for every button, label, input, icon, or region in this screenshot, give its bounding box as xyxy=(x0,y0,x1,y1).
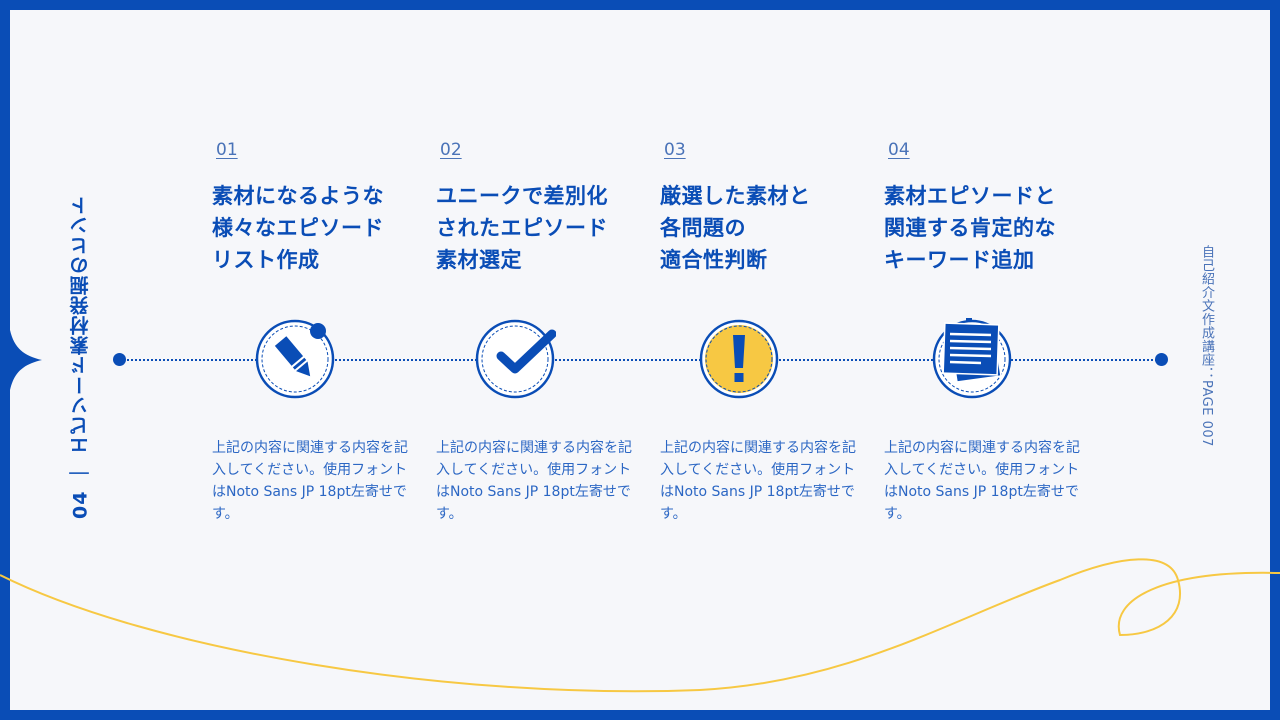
step-description: 上記の内容に関連する内容を記入してください。使用フォントはNoto Sans J… xyxy=(436,440,632,522)
checkmark-icon xyxy=(475,319,556,399)
step-description: 上記の内容に関連する内容を記入してください。使用フォントはNoto Sans J… xyxy=(660,440,856,522)
yellow-swirl-decoration xyxy=(0,558,1280,693)
step-heading: 素材になるような 様々なエピソード リスト作成 xyxy=(212,180,412,276)
step-description: 上記の内容に関連する内容を記入してください。使用フォントはNoto Sans J… xyxy=(884,440,1080,522)
timeline-start-dot xyxy=(113,353,126,366)
step-2: 02 ユニークで差別化 されたエピソード 素材選定 xyxy=(436,140,636,276)
heading-line: 様々なエピソード xyxy=(212,216,384,240)
step-number: 04 xyxy=(888,140,910,160)
step-heading: 素材エピソードと 関連する肯定的な キーワード追加 xyxy=(884,180,1084,276)
step-3: 03 厳選した素材と 各問題の 適合性判断 xyxy=(660,140,860,276)
notes-icon xyxy=(932,318,1012,399)
heading-line: キーワード追加 xyxy=(884,248,1035,272)
section-title-vertical: 04 ｜ エピソード素材発掘のヒント xyxy=(69,195,92,519)
heading-line: ユニークで差別化 xyxy=(436,184,608,208)
step-heading: ユニークで差別化 されたエピソード 素材選定 xyxy=(436,180,636,276)
left-notch-decoration xyxy=(10,330,42,390)
heading-line: 関連する肯定的な xyxy=(884,216,1056,240)
page-label-vertical: 自己紹介文作成講座：PAGE 007 xyxy=(1199,245,1214,447)
pencil-icon xyxy=(255,319,335,399)
step-number: 02 xyxy=(440,140,462,160)
heading-line: リスト作成 xyxy=(212,248,320,272)
step-description: 上記の内容に関連する内容を記入してください。使用フォントはNoto Sans J… xyxy=(212,440,408,522)
step-4: 04 素材エピソードと 関連する肯定的な キーワード追加 xyxy=(884,140,1084,276)
heading-line: 素材エピソードと xyxy=(884,184,1056,208)
step-heading: 厳選した素材と 各問題の 適合性判断 xyxy=(660,180,860,276)
heading-line: 各問題の xyxy=(660,216,746,240)
heading-line: 素材になるような xyxy=(212,184,384,208)
heading-line: 適合性判断 xyxy=(660,248,768,272)
heading-line: されたエピソード xyxy=(436,216,608,240)
timeline-end-dot xyxy=(1155,353,1168,366)
heading-line: 厳選した素材と xyxy=(660,184,811,208)
heading-line: 素材選定 xyxy=(436,248,522,272)
step-number: 03 xyxy=(664,140,686,160)
step-number: 01 xyxy=(216,140,238,160)
timeline-line xyxy=(119,359,1161,361)
step-1: 01 素材になるような 様々なエピソード リスト作成 xyxy=(212,140,412,276)
exclamation-icon xyxy=(699,319,779,399)
